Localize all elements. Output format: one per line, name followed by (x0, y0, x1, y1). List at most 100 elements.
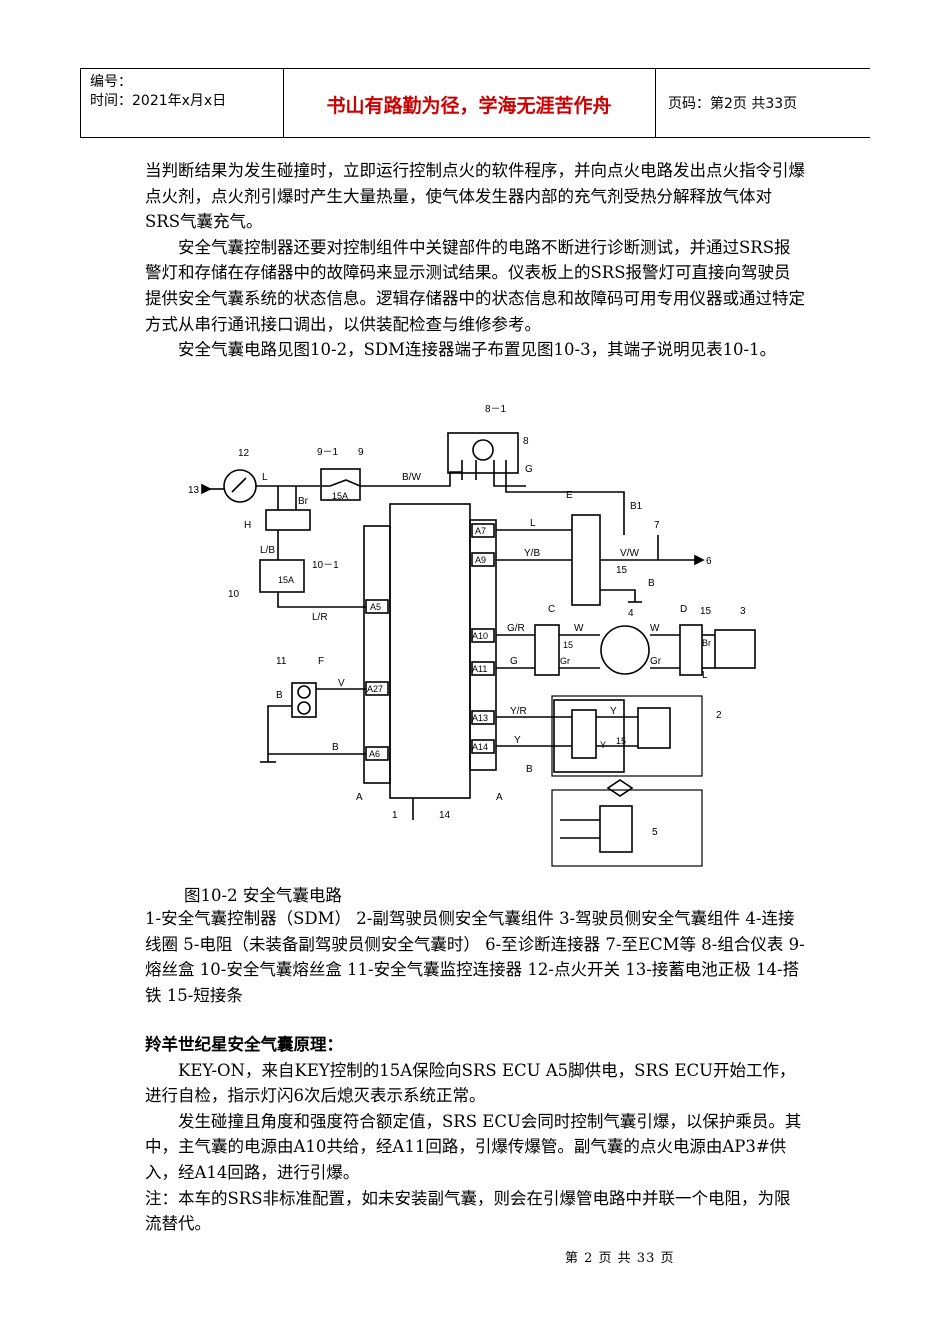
pin-a6: A6 (369, 749, 380, 759)
label-y-2: Y (610, 706, 617, 717)
label-yr: Y/R (510, 706, 527, 717)
connector-c (534, 624, 560, 676)
pin-a10: A10 (472, 631, 488, 641)
label-yb: Y/B (524, 548, 540, 559)
figure-caption: 图10-2 安全气囊电路 (184, 886, 342, 905)
paragraph-3: 安全气囊电路见图10-2，SDM连接器端子布置见图10-3，其端子说明见表10-… (178, 340, 777, 360)
label-gr-2: Gr (650, 656, 662, 667)
pin-a13: A13 (472, 713, 488, 723)
label-8-1: 8－1 (485, 404, 507, 415)
label-15: 15 (616, 565, 628, 576)
instrument-cluster (447, 432, 519, 474)
section-paragraph-2: 发生碰撞且角度和强度符合额定值，SRS ECU会同时控制气囊引爆，以保护乘员。其… (145, 1111, 802, 1182)
label-15-d: 15 (700, 606, 712, 617)
header-divider-1 (283, 69, 284, 137)
airbag-circuit-diagram: 8－1 8 9－1 9 12 13 L Br H 15A B/W G E B1 … (188, 404, 756, 867)
figure-legend: 1-安全气囊控制器（SDM） 2-副驾驶员侧安全气囊组件 3-驾驶员侧安全气囊组… (145, 906, 807, 1008)
ignition-switch (223, 469, 257, 503)
header-border-left (80, 69, 81, 137)
label-b1: B1 (630, 501, 643, 512)
fuse-box-9 (320, 468, 361, 501)
connector-d (679, 624, 703, 676)
label-15-y: 15 (616, 736, 626, 746)
section-paragraph-1: KEY-ON，来自KEY控制的15A保险向SRS ECU A5脚供电，SRS E… (145, 1060, 796, 1106)
connector-e (571, 514, 601, 606)
label-9-1: 9－1 (317, 447, 339, 458)
label-8: 8 (523, 436, 529, 447)
label-3: 3 (740, 606, 746, 617)
airbag-fuse-box-10 (259, 559, 305, 593)
monitor-connector (291, 682, 317, 718)
label-gr: G/R (507, 623, 525, 634)
label-vw: V/W (620, 548, 639, 559)
paragraph-2: 安全气囊控制器还要对控制组件中关键部件的电路不断进行诊断测试，并通过SRS报警灯… (145, 237, 805, 334)
label-y-3: Y (600, 740, 606, 750)
body-text: 当判断结果为发生碰撞时，立即运行控制点火的软件程序，并向点火电路发出点火指令引爆… (145, 158, 807, 363)
passenger-airbag-outline (553, 699, 625, 773)
label-g-2: G (510, 656, 518, 667)
pin-a27: A27 (367, 684, 383, 694)
label-6: 6 (706, 556, 712, 567)
pin-a14: A14 (472, 742, 488, 752)
section-principle: 羚羊世纪星安全气囊原理： KEY-ON，来自KEY控制的15A保险向SRS EC… (145, 1032, 807, 1237)
label-13: 13 (188, 485, 200, 496)
label-d: D (680, 604, 687, 615)
label-e: E (566, 490, 573, 501)
label-7: 7 (654, 520, 660, 531)
label-10: 10 (228, 589, 240, 600)
page-footer: 第 2 页 共 33 页 (565, 1251, 675, 1266)
header-motto: 书山有路勤为径，学海无涯苦作舟 (326, 95, 612, 117)
header-left-cell: 编号： 时间：2021年x月x日 (90, 73, 226, 111)
label-lr: L/R (312, 612, 328, 623)
sdm-left-connector (363, 525, 391, 784)
label-b-2: B (276, 690, 283, 701)
label-bw: B/W (402, 472, 421, 483)
label-15a: 15A (332, 491, 348, 501)
label-h: H (244, 520, 251, 531)
pin-a9: A9 (475, 555, 486, 565)
header-page-label: 页码：第2页 共33页 (668, 96, 798, 112)
sdm-right-connector (469, 519, 497, 771)
label-br: Br (298, 496, 309, 507)
label-w-2: W (650, 623, 660, 634)
pin-a5: A5 (370, 602, 381, 612)
label-g: G (525, 464, 533, 475)
clock-spring (600, 625, 650, 675)
label-10-1: 10－1 (312, 560, 339, 571)
diagram-labels: 8－1 8 9－1 9 12 13 L Br H 15A B/W G E B1 … (188, 404, 746, 838)
sdm-controller-box (389, 503, 471, 799)
label-l-2: L (530, 518, 536, 529)
pin-a7: A7 (475, 526, 486, 536)
label-b: B (648, 578, 655, 589)
label-9: 9 (358, 447, 364, 458)
label-15a-2: 15A (278, 575, 294, 585)
label-c: C (548, 604, 555, 615)
connector-h (265, 509, 311, 531)
label-5: 5 (652, 827, 658, 838)
number-label: 编号： (90, 74, 132, 90)
label-lb: L/B (260, 545, 275, 556)
label-br-2: Br (702, 638, 711, 648)
label-v: V (338, 678, 345, 689)
label-f: F (318, 656, 324, 667)
page-header: 编号： 时间：2021年x月x日 书山有路勤为径，学海无涯苦作舟 页码：第2页 … (80, 68, 870, 138)
label-a-right: A (496, 792, 503, 803)
label-w: W (574, 623, 584, 634)
label-14: 14 (439, 810, 451, 821)
header-divider-2 (655, 69, 656, 137)
label-15-c: 15 (563, 640, 573, 650)
pin-a11: A11 (472, 664, 487, 674)
section-heading: 羚羊世纪星安全气囊原理： (145, 1035, 343, 1054)
label-11: 11 (276, 656, 287, 667)
section-note: 注：本车的SRS非标准配置，如未安装副气囊，则会在引爆管电路中并联一个电阻，为限… (145, 1188, 791, 1234)
resistor-block (551, 789, 703, 867)
label-2: 2 (716, 710, 722, 721)
driver-airbag (714, 629, 756, 669)
label-l: L (262, 472, 268, 483)
paragraph-1: 当判断结果为发生碰撞时，立即运行控制点火的软件程序，并向点火电路发出点火指令引爆… (145, 161, 805, 232)
label-gr-small: Gr (560, 656, 570, 666)
label-b-3: B (332, 742, 339, 753)
label-l-3: L (702, 670, 708, 681)
label-12: 12 (238, 448, 250, 459)
label-4: 4 (628, 608, 634, 619)
